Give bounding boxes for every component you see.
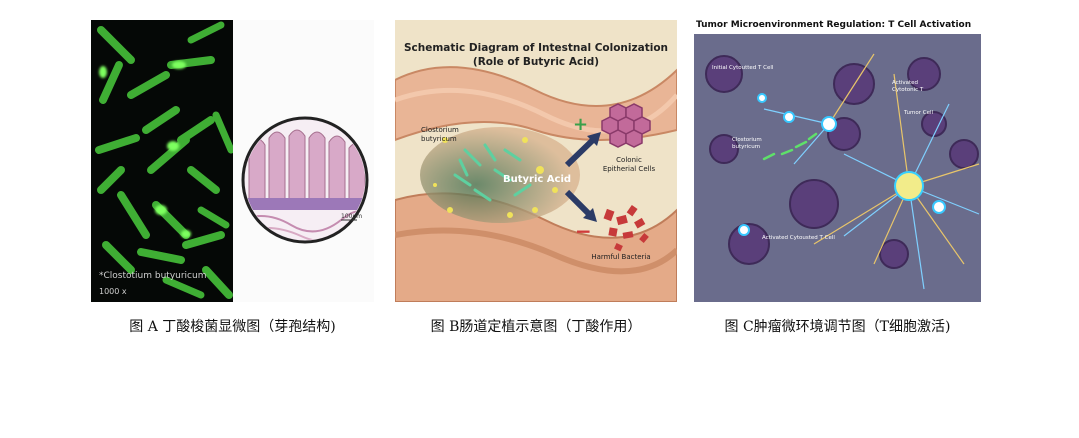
bacterium-label-line1: Clostorium xyxy=(421,126,459,134)
panel-b-subtitle: (Role of Butyric Acid) xyxy=(473,56,599,68)
arrow-up xyxy=(564,132,601,168)
label-activated-line1: Activated xyxy=(892,80,918,86)
t-cells xyxy=(738,93,946,236)
figure-c-image: Tumor Microenvironment Regulation: T Cel… xyxy=(694,14,981,302)
panel-c-title: Tumor Microenvironment Regulation: T Cel… xyxy=(696,20,971,30)
magnification-label: 1000 x xyxy=(99,287,127,296)
plus-sign: + xyxy=(573,114,588,135)
colonic-label-line2: Epitherial Cells xyxy=(603,165,656,173)
minus-sign: − xyxy=(575,219,592,243)
microscope-species-label: *Clostotium butyuricum xyxy=(99,271,206,281)
label-clostorium-line2: butyricum xyxy=(732,144,760,150)
bacteria-cluster xyxy=(453,143,532,202)
figure-a-svg: *Clostotium butyuricum 1000 x xyxy=(91,20,374,302)
caption-figure-a: 图 A 丁酸梭菌显微图（芽孢结构) xyxy=(129,319,336,335)
label-tumor-cell: Tumor Cell xyxy=(903,110,933,116)
scale-bar: 100μm xyxy=(341,213,362,221)
butyricum-rods xyxy=(762,132,818,161)
panel-b-title: Schematic Diagram of Intestnal Colonizat… xyxy=(404,42,668,54)
butyric-acid-label: Butyric Acid xyxy=(503,174,571,185)
label-initial-t-cell: Initial Cytoutted T Cell xyxy=(712,65,774,71)
svg-text:100μm: 100μm xyxy=(341,213,362,220)
caption-figure-b: 图 B肠道定植示意图（丁酸作用） xyxy=(430,319,642,335)
figure-c-svg: Tumor Microenvironment Regulation: T Cel… xyxy=(694,14,981,302)
harmful-bacteria-fragments xyxy=(603,205,649,252)
label-activated-line2: Cytotonic T xyxy=(892,87,924,93)
colonic-label-line1: Colonic xyxy=(616,156,642,164)
label-activated-bottom: Activated Cytousted T Cell xyxy=(762,235,835,241)
figure-a-image: *Clostotium butyuricum 1000 x xyxy=(91,20,374,302)
spores xyxy=(99,61,191,238)
figure-b-image: Schematic Diagram of Intestnal Colonizat… xyxy=(395,20,677,302)
figure-b-svg: Schematic Diagram of Intestnal Colonizat… xyxy=(395,20,677,302)
bacterium-label-line2: butyricum xyxy=(421,135,457,143)
activation-rays xyxy=(763,53,980,290)
harmful-bacteria-label: Harmful Bacteria xyxy=(591,253,650,261)
bacteria-rods xyxy=(95,21,235,299)
panel-c-title-strip xyxy=(694,14,981,34)
colonic-cells xyxy=(601,103,651,148)
caption-figure-c: 图 C肿瘤微环境调节图（T细胞激活) xyxy=(724,319,951,335)
label-clostorium-line1: Clostorium xyxy=(732,137,762,143)
acid-particles xyxy=(433,137,558,218)
arrow-down xyxy=(564,189,597,222)
